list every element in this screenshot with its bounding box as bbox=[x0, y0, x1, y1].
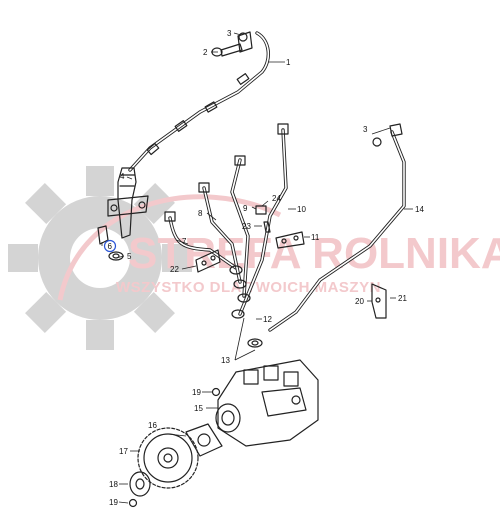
pipe-clamp-right bbox=[275, 231, 305, 249]
watermark-subtitle: WSZYSTKO DLA TWOICH MASZYN bbox=[116, 279, 381, 296]
callout-11: 11 bbox=[311, 233, 320, 242]
pipe-clamp-left bbox=[195, 249, 221, 273]
callout-1: 1 bbox=[286, 58, 291, 67]
callout-21: 21 bbox=[398, 294, 407, 303]
return-line bbox=[268, 123, 406, 332]
callout-labels: 1 2 3 3 4 5 6 7 8 9 10 11 12 13 14 15 16… bbox=[103, 29, 424, 507]
pump-gasket bbox=[185, 423, 223, 457]
return-banjo-washer bbox=[372, 137, 382, 147]
injection-lines bbox=[164, 123, 289, 319]
callout-3-right: 3 bbox=[363, 125, 368, 134]
callout-13: 13 bbox=[221, 356, 230, 365]
callout-19-pump: 19 bbox=[192, 388, 201, 397]
watermark-title: STREFA ROLNIKA bbox=[128, 229, 500, 278]
hub-nut bbox=[128, 498, 138, 508]
sealing-ring bbox=[247, 338, 263, 348]
injection-pipe bbox=[128, 31, 270, 172]
clamp-small bbox=[255, 205, 267, 215]
callout-24: 24 bbox=[272, 194, 281, 203]
callout-8: 8 bbox=[198, 209, 203, 218]
sealing-washer bbox=[238, 32, 248, 42]
watermark-swoosh bbox=[57, 194, 282, 301]
callout-6: 6 bbox=[108, 242, 113, 251]
callout-4: 4 bbox=[120, 172, 125, 181]
callout-16: 16 bbox=[148, 421, 157, 430]
callout-3-top: 3 bbox=[227, 29, 232, 38]
gear-hub bbox=[129, 471, 151, 497]
callout-15: 15 bbox=[194, 404, 203, 413]
callout-12: 12 bbox=[263, 315, 272, 324]
injection-pump bbox=[215, 359, 319, 447]
callout-9: 9 bbox=[243, 204, 248, 213]
callout-23: 23 bbox=[242, 222, 251, 231]
banjo-bolt bbox=[211, 31, 253, 57]
callout-10: 10 bbox=[297, 205, 306, 214]
clamp-bolt bbox=[263, 221, 271, 233]
callout-2: 2 bbox=[203, 48, 208, 57]
callout-22: 22 bbox=[170, 265, 179, 274]
callout-5: 5 bbox=[127, 252, 132, 261]
injector bbox=[107, 167, 149, 239]
callout-20: 20 bbox=[355, 297, 364, 306]
callout-19-bottom: 19 bbox=[109, 498, 118, 507]
callout-7: 7 bbox=[182, 237, 187, 246]
leader-lines bbox=[101, 32, 413, 504]
highlight-circle bbox=[103, 239, 117, 253]
callout-17: 17 bbox=[119, 447, 128, 456]
support-bracket bbox=[371, 283, 387, 319]
drive-gear bbox=[137, 427, 199, 489]
pump-mounting-nut bbox=[211, 387, 221, 397]
callout-14: 14 bbox=[415, 205, 424, 214]
callout-18: 18 bbox=[109, 480, 118, 489]
injector-nozzle-seal bbox=[97, 225, 109, 245]
watermark-logo: STREFA ROLNIKA WSZYSTKO DLA TWOICH MASZY… bbox=[8, 166, 500, 350]
